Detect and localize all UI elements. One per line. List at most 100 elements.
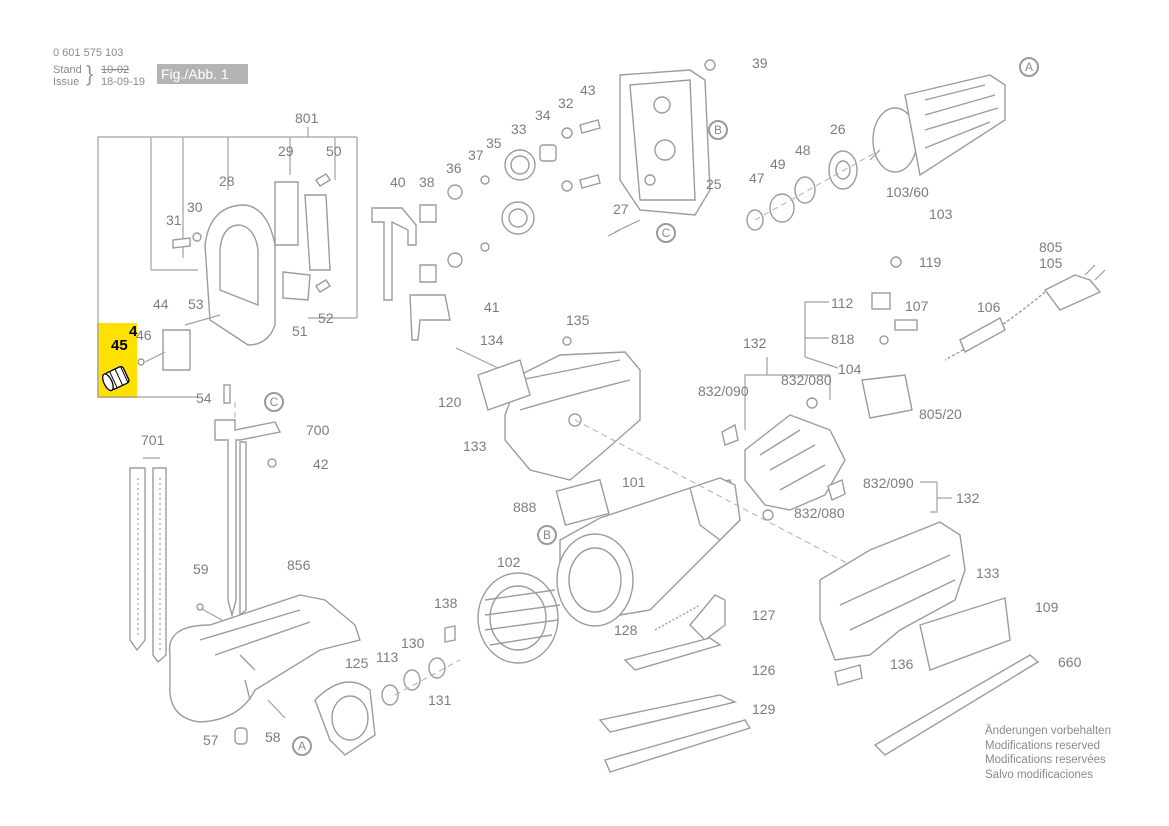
callout-30: 30	[187, 199, 203, 215]
group-bracket-801	[97, 137, 198, 398]
callout-805: 805	[1039, 239, 1063, 255]
callout-105: 105	[1039, 255, 1063, 271]
note-es: Salvo modificaciones	[985, 768, 1094, 781]
callout-132-bottom: 132	[956, 490, 980, 506]
gear-lower	[501, 201, 535, 235]
callout-31: 31	[166, 212, 182, 228]
callout-127: 127	[752, 607, 776, 623]
callout-38: 38	[419, 174, 435, 190]
callout-103-60: 103/60	[886, 184, 929, 200]
callout-801: 801	[295, 110, 319, 126]
cord-protector	[959, 317, 1006, 353]
callout-660: 660	[1058, 654, 1082, 670]
callout-132-top: 132	[743, 335, 767, 351]
highlight-part-sub: 4	[129, 323, 138, 340]
callout-832-090-top: 832/090	[698, 383, 749, 399]
callout-29: 29	[278, 143, 294, 159]
callout-44: 44	[153, 296, 169, 312]
callout-41: 41	[484, 299, 500, 315]
callout-28: 28	[219, 173, 235, 189]
note-de: Änderungen vorbehalten	[985, 725, 1111, 737]
slider-129	[598, 694, 738, 733]
disclaimer-notes: Änderungen vorbehalten Modifications res…	[985, 724, 1111, 782]
lever-41	[409, 294, 451, 341]
callout-856: 856	[287, 557, 311, 573]
callout-818: 818	[831, 331, 855, 347]
callout-32: 32	[558, 95, 574, 111]
callout-54: 54	[196, 390, 212, 406]
marker-c-gear: C	[656, 223, 676, 243]
callout-128: 128	[614, 622, 638, 638]
callout-120: 120	[438, 394, 462, 410]
callout-42: 42	[313, 456, 329, 472]
callout-26: 26	[830, 121, 846, 137]
callout-129: 129	[752, 701, 776, 717]
note-fr: Modifications reservées	[985, 754, 1106, 766]
armature	[869, 74, 1006, 177]
callout-57: 57	[203, 732, 219, 748]
callout-52: 52	[318, 310, 334, 326]
callout-36: 36	[446, 160, 462, 176]
callout-46: 46	[136, 327, 152, 343]
housing-shell	[819, 521, 966, 661]
callout-43: 43	[580, 82, 596, 98]
callout-131: 131	[428, 692, 452, 708]
gear-upper	[504, 149, 536, 181]
callout-25: 25	[706, 176, 722, 192]
clamp-strip	[274, 181, 299, 246]
marker-c-rod: C	[264, 392, 284, 412]
part-number: 0 601 575 103	[53, 47, 124, 59]
callout-138: 138	[434, 595, 458, 611]
callout-33: 33	[511, 121, 527, 137]
note-en: Modifications reserved	[985, 739, 1101, 752]
marker-a-bearing: A	[292, 736, 312, 756]
callout-102: 102	[497, 554, 521, 570]
callout-701: 701	[141, 432, 165, 448]
label-plate	[919, 597, 1011, 671]
callout-37: 37	[468, 147, 484, 163]
callout-130: 130	[401, 635, 425, 651]
switch	[861, 374, 913, 419]
callout-832-080-bottom: 832/080	[794, 505, 845, 521]
callout-133-right: 133	[976, 565, 1000, 581]
stand-label: Stand	[53, 64, 82, 76]
gear-housing	[619, 69, 711, 216]
marker-a-armature: A	[1019, 57, 1039, 77]
callout-134: 134	[480, 332, 504, 348]
callout-49: 49	[770, 156, 786, 172]
callout-135: 135	[566, 312, 590, 328]
callout-106: 106	[977, 299, 1001, 315]
callout-34: 34	[535, 107, 551, 123]
key-660	[873, 654, 1040, 756]
callout-126: 126	[752, 662, 776, 678]
callout-888: 888	[513, 499, 537, 515]
slider-126	[623, 637, 722, 671]
highlight-part-number: 45	[111, 337, 128, 354]
lever-40	[371, 207, 417, 301]
callout-35: 35	[486, 135, 502, 151]
callout-832-090-bottom: 832/090	[863, 475, 914, 491]
guide-plate	[204, 204, 276, 346]
callout-58: 58	[265, 729, 281, 745]
callout-103: 103	[929, 206, 953, 222]
marker-b-motor: B	[537, 525, 557, 545]
new-date: 18-09-19	[101, 76, 146, 88]
marker-b-gear: B	[708, 120, 728, 140]
old-date: 10-02	[101, 64, 130, 76]
callout-832-080-top: 832/080	[781, 372, 832, 388]
callout-59: 59	[193, 561, 209, 577]
callout-50: 50	[326, 143, 342, 159]
callout-39: 39	[752, 55, 768, 71]
callout-133-center: 133	[463, 438, 487, 454]
brace-icon: }	[86, 61, 94, 86]
brush-plate	[744, 414, 846, 511]
callout-27: 27	[613, 201, 629, 217]
stroke-rod	[214, 419, 282, 618]
issue-label: Issue	[53, 76, 80, 88]
callout-48: 48	[795, 142, 811, 158]
callout-109: 109	[1035, 599, 1059, 615]
callout-51: 51	[292, 323, 308, 339]
callout-47: 47	[749, 170, 765, 186]
field-coil	[477, 572, 561, 664]
